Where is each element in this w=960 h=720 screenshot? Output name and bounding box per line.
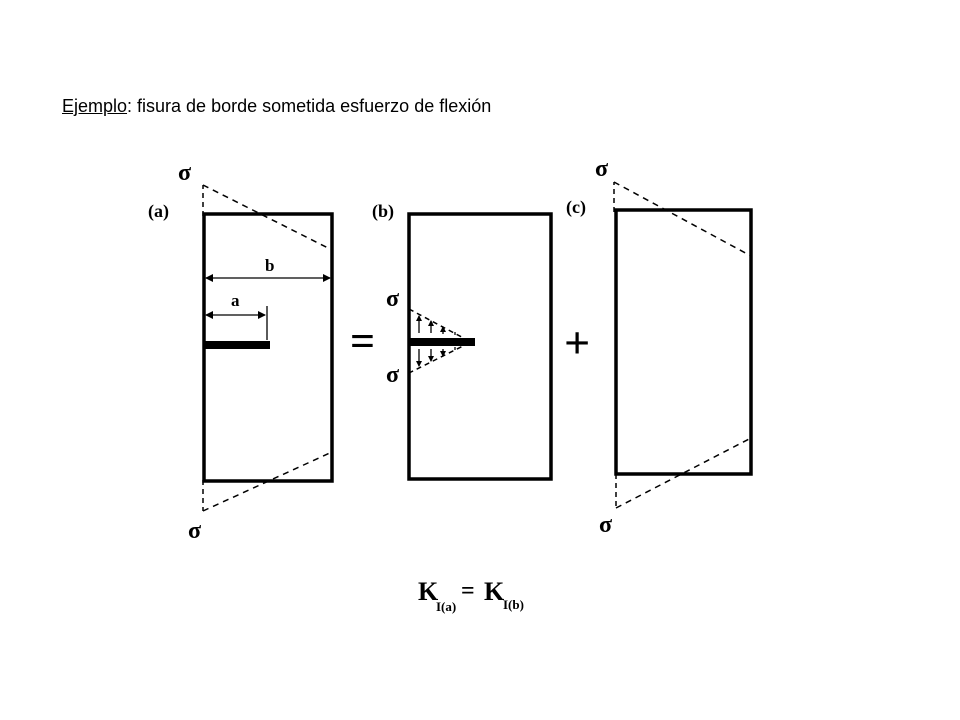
panel-c-dashed-bottom-diagonal — [615, 437, 752, 509]
stress-intensity-equation: K I(a) = K I(b) — [418, 577, 524, 614]
title-rest: : fisura de borde sometida esfuerzo de f… — [127, 96, 492, 116]
equation-equals: = — [461, 578, 475, 604]
panel-a: (a) σ σ b a — [148, 160, 334, 544]
panel-a-sigma-top: σ — [178, 160, 191, 186]
equation-rhs-subscript: I(b) — [503, 597, 524, 612]
panel-c-specimen — [614, 208, 753, 476]
title-underlined-word: Ejemplo — [62, 96, 128, 116]
panel-a-sigma-bottom: σ — [188, 518, 201, 544]
equation-lhs-symbol: K — [418, 577, 439, 606]
panel-c-sigma-top: σ — [595, 156, 608, 182]
plus-sign: + — [564, 317, 590, 368]
equals-sign: = — [350, 317, 375, 366]
panel-a-dim-a-label: a — [231, 291, 240, 310]
slide-title: Ejemplo: fisura de borde sometida esfuer… — [62, 96, 491, 117]
panel-c-sigma-bottom: σ — [599, 512, 612, 538]
equation-rhs-symbol: K — [484, 577, 505, 606]
panel-c: (c) σ σ — [566, 156, 753, 538]
panel-b: (b) σ σ — [372, 201, 553, 481]
panel-a-dim-b-label: b — [265, 256, 274, 275]
panel-c-label: (c) — [566, 197, 586, 218]
panel-a-label: (a) — [148, 201, 169, 222]
panel-b-sigma-top: σ — [386, 286, 399, 312]
panel-b-crack — [409, 338, 475, 346]
panel-a-dashed-top-diagonal — [202, 184, 333, 251]
panel-b-sigma-bottom: σ — [386, 362, 399, 388]
panel-c-dashed-top-diagonal — [613, 181, 752, 257]
panel-b-label: (b) — [372, 201, 394, 222]
panel-b-specimen — [407, 212, 553, 481]
equation-lhs-subscript: I(a) — [436, 599, 456, 614]
panel-a-crack — [204, 341, 270, 349]
